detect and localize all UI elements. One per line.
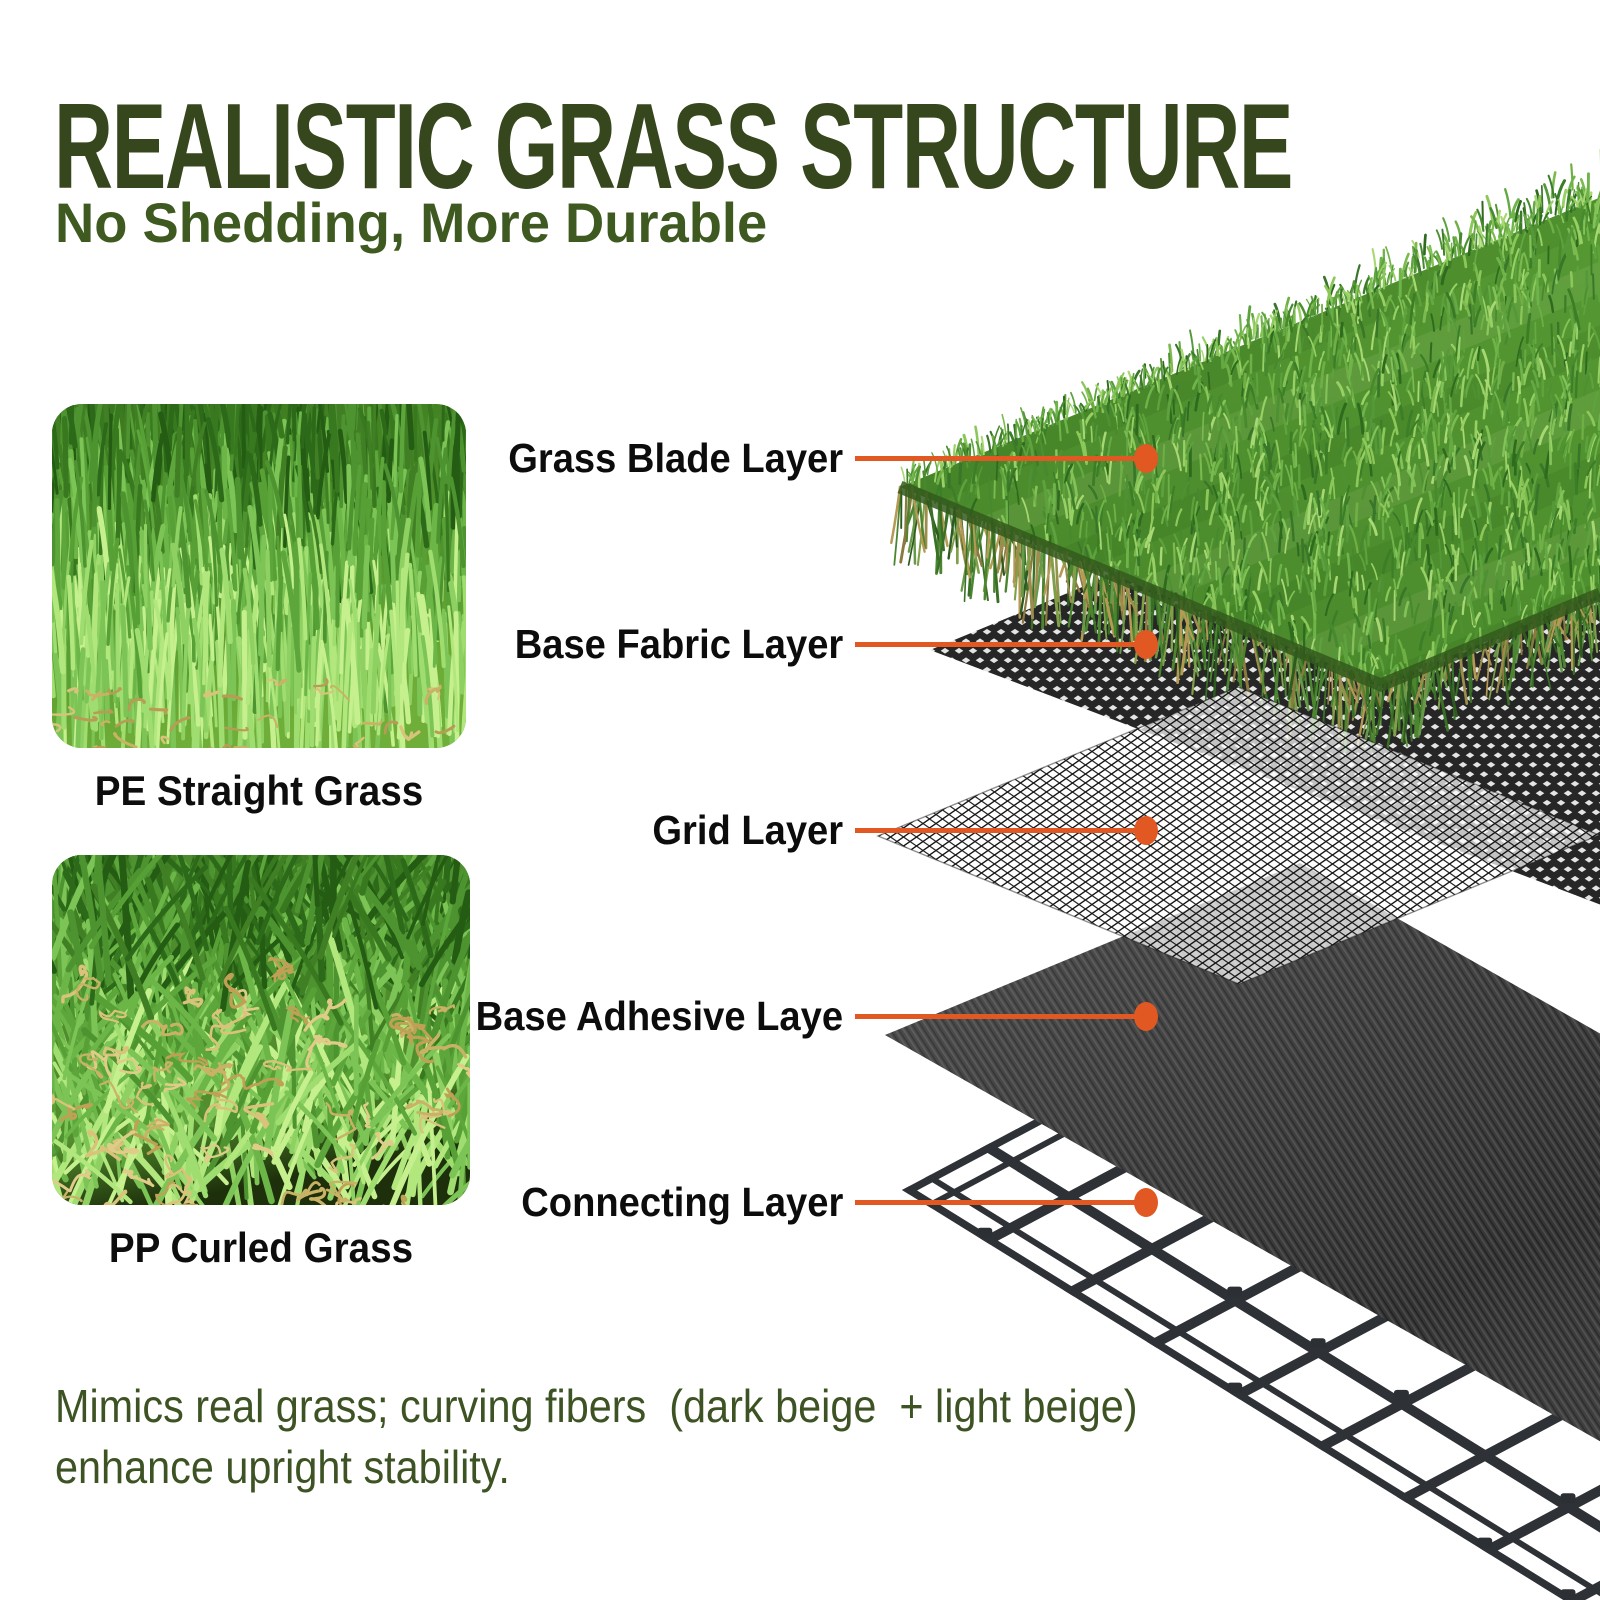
layer-label-row-base-adhesive: Base Adhesive Laye [200, 986, 1158, 1046]
connector-dot [1134, 1187, 1158, 1217]
connector-line [855, 455, 1137, 461]
photo-label: PE Straight Grass [94, 767, 424, 814]
connector-line [855, 1013, 1137, 1019]
connector-line [855, 641, 1137, 647]
layer-label-row-base-fabric: Base Fabric Layer [200, 614, 1158, 674]
photo-card-straight-grass: PE Straight Grass [52, 404, 466, 815]
footer-text: Mimics real grass; curving fibers (dark … [55, 1376, 1138, 1497]
page-subtitle: No Shedding, More Durable [55, 191, 768, 254]
footer-line-2: enhance upright stability. [55, 1440, 510, 1493]
footer-line-1: Mimics real grass; curving fibers (dark … [55, 1380, 1138, 1432]
layer-label-row-grass-blade: Grass Blade Layer [200, 428, 1158, 488]
pp-curled-grass-photo [52, 855, 470, 1205]
connector-line [855, 827, 1137, 833]
layer-label: Grid Layer [652, 806, 843, 853]
layer-label: Grass Blade Layer [508, 434, 843, 481]
grass-blade-layer-shape [890, 32, 1600, 760]
pe-straight-grass-photo [52, 404, 466, 748]
connector-line [855, 1199, 1137, 1205]
grid-layer-shape [876, 686, 1600, 985]
connector-dot [1134, 443, 1158, 473]
connector-dot [1134, 815, 1158, 845]
layer-label: Base Fabric Layer [514, 620, 843, 667]
layer-label: Base Adhesive Laye [475, 992, 843, 1039]
page-title: REALISTIC GRASS STRUCTURE [54, 78, 1293, 214]
photo-label: PP Curled Grass [108, 1224, 414, 1271]
layer-label-row-grid: Grid Layer [200, 800, 1158, 860]
layer-label: Connecting Layer [520, 1178, 843, 1225]
connector-dot [1134, 629, 1158, 659]
photo-card-curled-grass: PP Curled Grass [52, 855, 470, 1272]
layer-label-row-connecting: Connecting Layer [200, 1172, 1158, 1232]
base-adhesive-layer-shape [885, 863, 1600, 1442]
connector-dot [1134, 1001, 1158, 1031]
